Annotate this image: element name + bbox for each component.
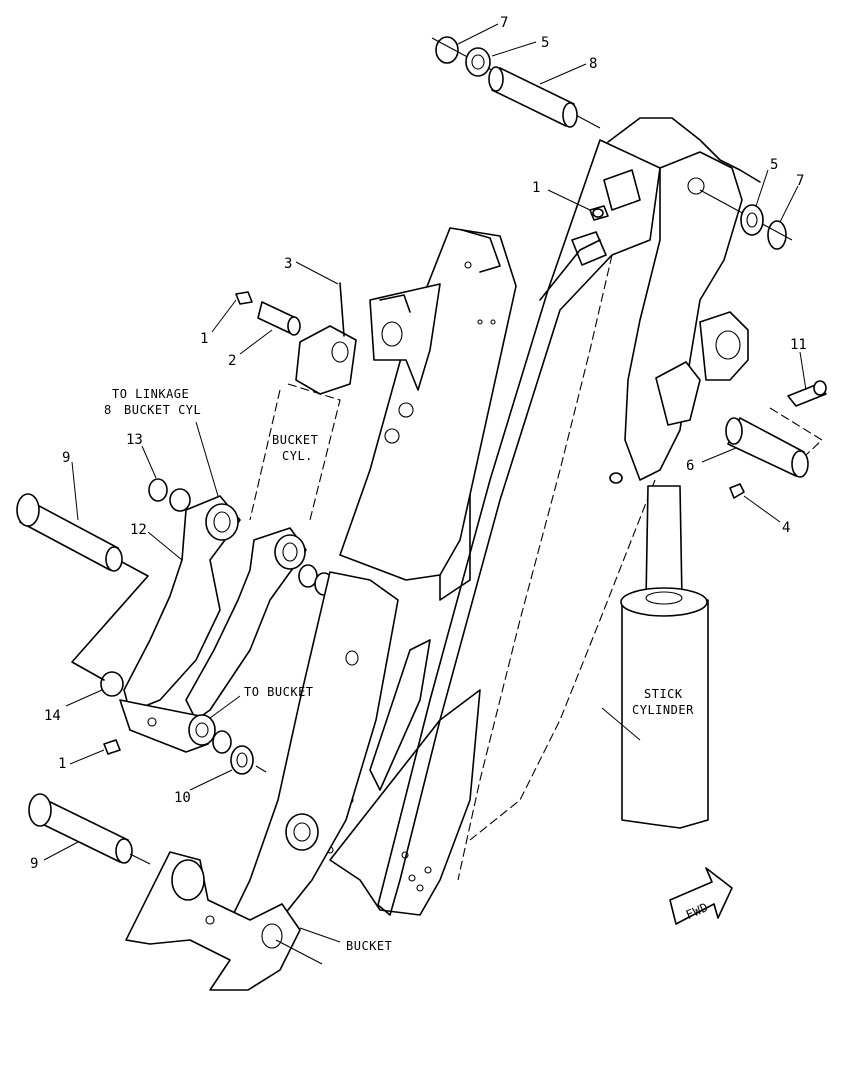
callout-7-right: 7 <box>796 173 804 189</box>
fwd-arrow: FWD <box>669 867 733 925</box>
bucket-bracket <box>125 851 323 991</box>
pin-9-top <box>16 493 149 681</box>
top-pin-assembly <box>431 36 601 129</box>
washer-right <box>740 204 764 236</box>
nut-4 <box>729 483 745 499</box>
callout-8-linkage: 8 <box>104 403 112 417</box>
callout-5-right: 5 <box>770 157 778 173</box>
callout-12: 12 <box>130 522 147 538</box>
snap-ring-right <box>767 220 787 250</box>
spacer-13-b <box>169 488 191 512</box>
pin-9-bottom <box>28 793 151 865</box>
label-to-bucket: TO BUCKET <box>244 685 314 699</box>
boom-center-section <box>339 227 517 581</box>
pin-6-assembly <box>725 380 827 499</box>
callout-9-top: 9 <box>62 450 70 466</box>
callout-14: 14 <box>44 708 61 724</box>
stick-arm <box>326 117 761 916</box>
spacer-13-a <box>148 478 168 502</box>
washer-10 <box>230 745 254 775</box>
label-bucket-cyl-2: CYL. <box>282 449 313 463</box>
callout-1-left: 1 <box>200 331 208 347</box>
grease-fitting-left <box>235 291 253 305</box>
callout-4: 4 <box>782 520 790 536</box>
leader-lines <box>43 23 807 943</box>
label-bucket-cyl-1: BUCKET <box>272 433 318 447</box>
callout-6: 6 <box>686 458 694 474</box>
callouts: 7 5 8 5 7 1 3 1 2 11 9 13 12 6 4 14 1 10… <box>30 15 807 872</box>
grease-fitting-bottom <box>103 739 121 755</box>
text-labels: TO LINKAGE 8 BUCKET CYL BUCKET CYL. TO B… <box>104 387 694 953</box>
label-bucket-cyl-linkage: BUCKET CYL <box>124 403 201 417</box>
callout-2: 2 <box>228 353 236 369</box>
label-stick-cylinder-2: CYLINDER <box>632 703 694 717</box>
pin-8 <box>491 67 575 127</box>
callout-9-bottom: 9 <box>30 856 38 872</box>
callout-1-top: 1 <box>532 180 540 196</box>
stick-cylinder <box>620 485 709 829</box>
callout-8-top: 8 <box>589 56 597 72</box>
grease-fitting-top <box>589 205 609 221</box>
callout-11: 11 <box>790 337 807 353</box>
label-to-linkage: TO LINKAGE <box>112 387 189 401</box>
linkage-assembly <box>100 478 334 775</box>
label-stick-cylinder-1: STICK <box>644 687 683 701</box>
washer-top <box>465 47 491 77</box>
callout-13: 13 <box>126 432 143 448</box>
spacer-14 <box>100 671 124 697</box>
snap-ring-top <box>435 36 459 64</box>
right-pin-hardware <box>699 189 793 250</box>
label-bucket: BUCKET <box>346 939 392 953</box>
bucket-cylinder <box>235 282 357 521</box>
callout-10: 10 <box>174 790 191 806</box>
callout-5-top: 5 <box>541 35 549 51</box>
callout-1-bottom: 1 <box>58 756 66 772</box>
callout-3: 3 <box>284 256 292 272</box>
callout-7-top: 7 <box>500 15 508 31</box>
